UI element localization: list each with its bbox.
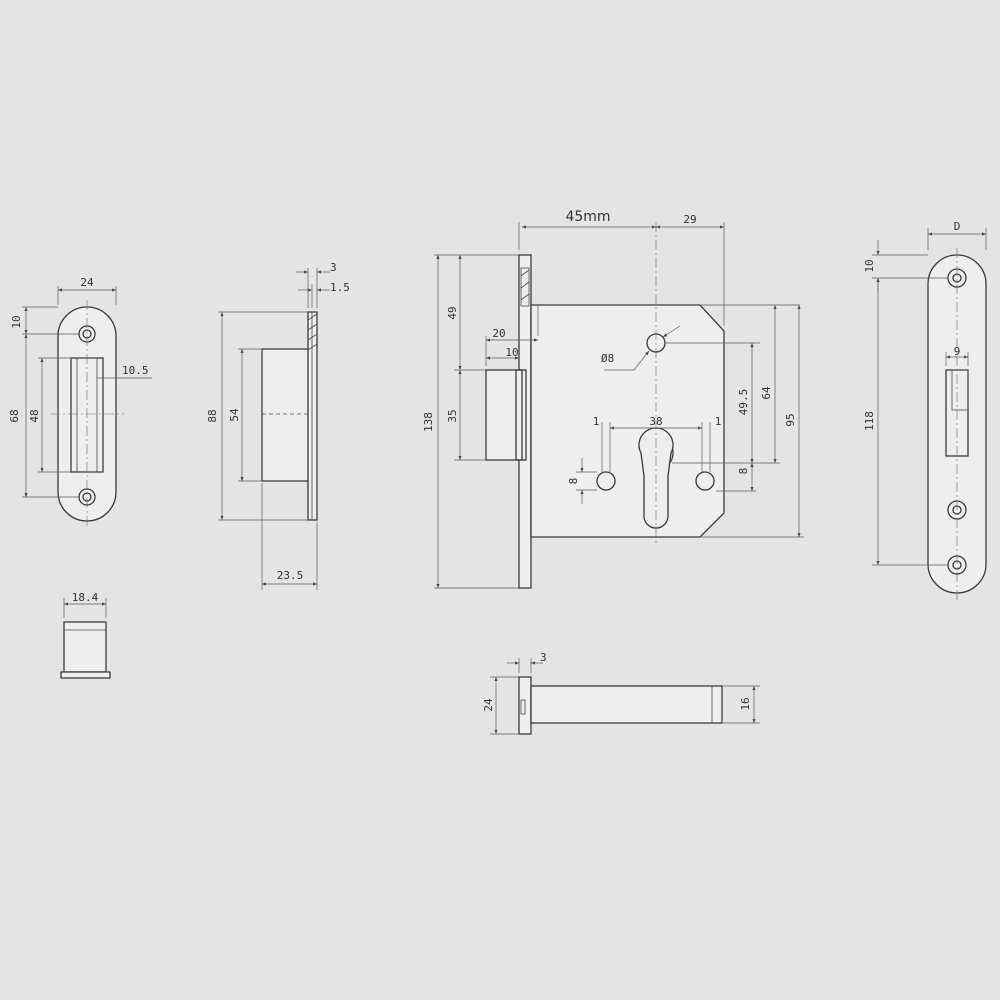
dim-label: 68 bbox=[8, 409, 21, 422]
dim-label: 1 bbox=[715, 415, 722, 428]
dim-label: 10.5 bbox=[122, 364, 149, 377]
dim-label: D bbox=[954, 220, 961, 233]
dim-label: 3 bbox=[540, 651, 547, 664]
dim-label: 8 bbox=[567, 478, 580, 485]
screw-hole-right bbox=[695, 471, 715, 491]
lock-body-view: 45mm 29 138 49 35 20 10 Ø8 49.5 bbox=[422, 209, 804, 589]
screw-hole-left bbox=[596, 471, 616, 491]
dim-label: 35 bbox=[446, 409, 459, 422]
strike-plate-front-view: 24 10.5 10 68 48 bbox=[8, 276, 152, 528]
dim-label: 24 bbox=[482, 698, 495, 712]
dim-label: 10 bbox=[863, 259, 876, 272]
dim-label: 16 bbox=[739, 697, 752, 710]
dim-label: 18.4 bbox=[72, 591, 99, 604]
dim-label-backset: 45mm bbox=[565, 209, 610, 225]
dim-label: 48 bbox=[28, 409, 41, 422]
strike-side-profile: 3 1.5 88 54 23.5 bbox=[206, 261, 350, 590]
dim-label: 88 bbox=[206, 409, 219, 422]
dim-label: 3 bbox=[330, 261, 337, 274]
dim-label: 24 bbox=[80, 276, 94, 289]
dim-label: 10 bbox=[505, 346, 518, 359]
dim-label: 20 bbox=[492, 327, 505, 340]
dim-label: 118 bbox=[863, 411, 876, 431]
dim-label: 138 bbox=[422, 412, 435, 432]
bolt-view: 3 24 16 bbox=[482, 651, 760, 735]
dim-label: 49.5 bbox=[737, 389, 750, 416]
strike-cup-body bbox=[63, 621, 107, 673]
profile-body bbox=[261, 348, 313, 482]
dim-label: 10 bbox=[10, 315, 23, 328]
dim-label: 1 bbox=[593, 415, 600, 428]
profile-plate bbox=[307, 311, 318, 521]
faceplate-front-view: D 10 9 118 bbox=[863, 220, 987, 600]
strike-cup-flange bbox=[60, 671, 111, 679]
bolt-shaft bbox=[530, 685, 723, 724]
lock-case bbox=[530, 304, 725, 538]
dim-label: Ø8 bbox=[601, 352, 614, 365]
dim-label: 38 bbox=[649, 415, 662, 428]
dim-label: 49 bbox=[446, 306, 459, 319]
dim-label: 64 bbox=[760, 386, 773, 400]
dim-label: 95 bbox=[784, 413, 797, 426]
dim-label: 1.5 bbox=[330, 281, 350, 294]
dim-label: 29 bbox=[683, 213, 696, 226]
dim-label: 8 bbox=[737, 468, 750, 475]
dim-label: 9 bbox=[954, 345, 961, 358]
dim-label: 23.5 bbox=[277, 569, 304, 582]
strike-cup-view: 18.4 bbox=[60, 591, 111, 679]
dim-label: 54 bbox=[228, 408, 241, 422]
